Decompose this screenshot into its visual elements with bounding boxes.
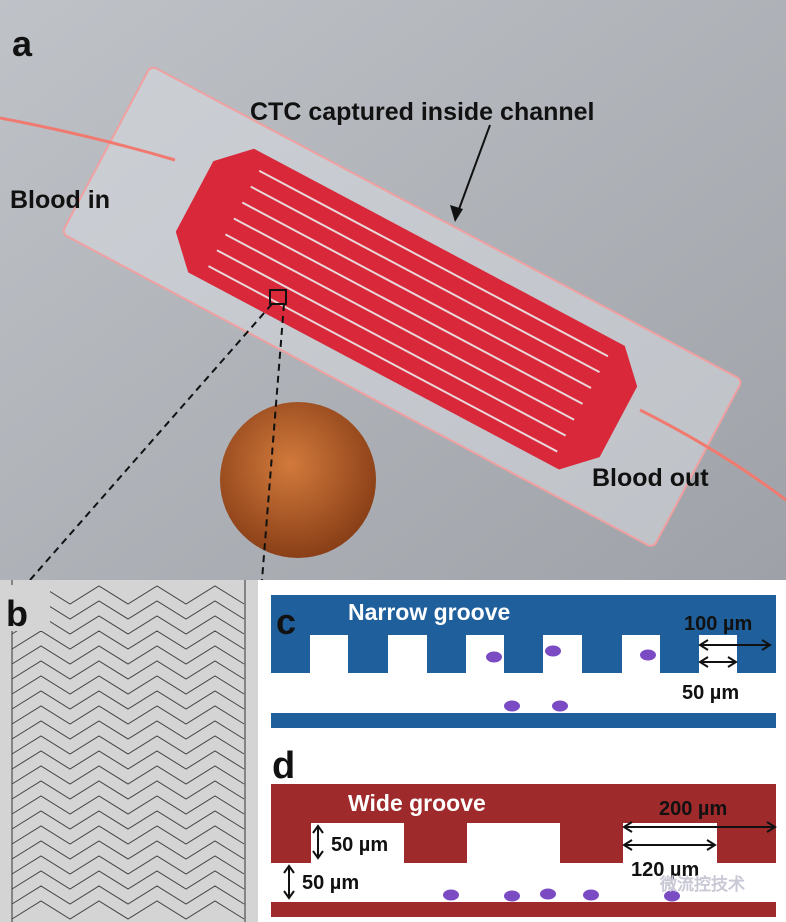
chevron-groove-line — [11, 660, 245, 680]
penny — [220, 402, 376, 558]
watermark: 微流控技术 — [659, 874, 745, 894]
chevron-groove-line — [11, 630, 245, 650]
panel-c-narrow-groove: c Narrow groove 100 µm 50 µm — [271, 595, 776, 728]
outlet-tubing — [639, 408, 786, 502]
groove-50um: 50 µm — [682, 682, 739, 704]
top-wall — [271, 595, 776, 673]
chevron-groove-line — [11, 615, 245, 635]
inlet-tubing — [0, 116, 176, 162]
panel-d-wide-groove: d Wide groove 200 µm 120 µm 50 µm 50 µm … — [271, 745, 777, 917]
panel-d-label: d — [272, 745, 295, 787]
groove-120um: 120 µm — [631, 859, 699, 881]
cells — [443, 888, 680, 902]
chevron-groove-line — [11, 870, 245, 890]
wide-groove-title: Wide groove — [348, 790, 486, 816]
chevron-groove-line — [11, 840, 245, 860]
chevron-groove-line — [11, 690, 245, 710]
narrow-groove-title: Narrow groove — [348, 599, 510, 625]
dimension-arrows — [283, 821, 777, 900]
blood-in-label: Blood in — [10, 186, 110, 214]
gap-50um: 50 µm — [302, 872, 359, 894]
panel-a-label: a — [12, 23, 33, 64]
panel-b-label: b — [6, 593, 28, 634]
red-channel — [175, 148, 638, 470]
chevron-groove-line — [11, 855, 245, 875]
chevron-groove-line — [11, 735, 245, 755]
chevron-groove-line — [11, 585, 245, 605]
dimension-arrows — [698, 639, 772, 668]
annotation-arrow — [454, 124, 491, 221]
panel-a-photo: a CTC captured inside channel Blood in B… — [0, 0, 786, 581]
cells — [486, 645, 656, 712]
chevron-groove-line — [11, 675, 245, 695]
period-100um: 100 µm — [684, 613, 752, 635]
chevron-groove-line — [11, 765, 245, 785]
panel-c-label: c — [276, 601, 296, 642]
bottom-wall — [271, 713, 776, 728]
chevron-groove-line — [11, 795, 245, 815]
chevron-groove-line — [11, 750, 245, 770]
chevron-groove-line — [11, 900, 245, 920]
chevron-groove-line — [11, 720, 245, 740]
blood-out-label: Blood out — [592, 464, 709, 492]
bottom-wall — [271, 902, 776, 917]
grooves — [311, 823, 717, 863]
period-200um: 200 µm — [659, 798, 727, 820]
zoom-box — [269, 289, 287, 305]
chevron-groove-line — [11, 825, 245, 845]
depth-50um: 50 µm — [331, 834, 388, 856]
panel-b-micrograph: b — [0, 580, 258, 922]
chevron-groove-line — [11, 645, 245, 665]
ctc-annotation: CTC captured inside channel — [250, 98, 595, 126]
chevron-groove-line — [11, 705, 245, 725]
chevron-groove-line — [11, 600, 245, 620]
chevron-groove-line — [11, 810, 245, 830]
chevron-groove-line — [11, 885, 245, 905]
chevron-groove-line — [11, 780, 245, 800]
